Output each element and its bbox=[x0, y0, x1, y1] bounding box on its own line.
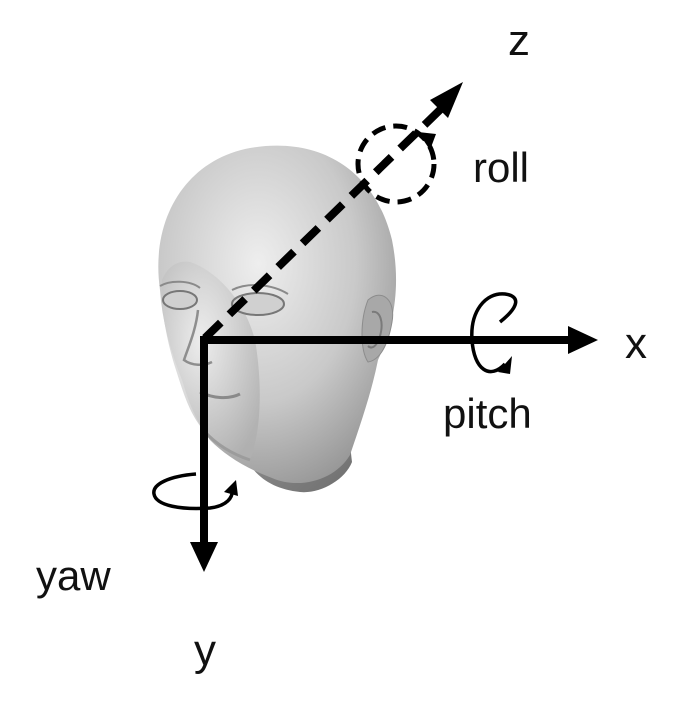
y-axis-arrowhead bbox=[190, 542, 218, 572]
x-axis-label: x bbox=[625, 319, 647, 368]
head-icon bbox=[158, 145, 397, 493]
roll-label: roll bbox=[473, 144, 529, 191]
pitch-label: pitch bbox=[443, 390, 532, 437]
yaw-label: yaw bbox=[36, 552, 111, 599]
x-axis bbox=[200, 326, 598, 354]
y-axis bbox=[190, 336, 218, 572]
y-axis-label: y bbox=[194, 626, 216, 675]
head-ear bbox=[361, 294, 394, 363]
z-axis-line bbox=[202, 101, 449, 341]
z-axis-label: z bbox=[508, 16, 530, 65]
z-axis-arrowhead bbox=[430, 82, 463, 118]
head-right-eye bbox=[231, 292, 285, 316]
head-left-eye bbox=[162, 290, 198, 310]
roll-rotation-icon bbox=[355, 123, 437, 205]
yaw-rotation-icon bbox=[152, 472, 238, 511]
z-axis bbox=[202, 82, 463, 341]
x-axis-arrowhead bbox=[568, 326, 598, 354]
pitch-rotation-icon bbox=[470, 292, 518, 374]
